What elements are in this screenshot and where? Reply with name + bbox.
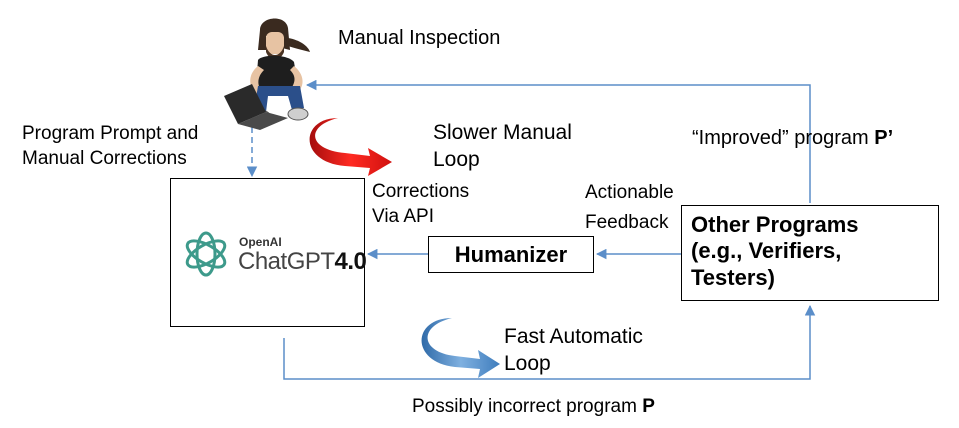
corrections-api-label-line1: Corrections bbox=[372, 181, 470, 202]
other-programs-node: Other Programs (e.g., Verifiers, Testers… bbox=[681, 205, 939, 301]
openai-brand-label: OpenAI bbox=[239, 235, 282, 249]
chatgpt-version: 4.0 bbox=[334, 248, 367, 275]
chatgpt-node bbox=[170, 178, 365, 327]
actionable-feedback-label-line1: Actionable bbox=[585, 182, 674, 203]
humanizer-node: Humanizer bbox=[428, 236, 594, 273]
slow-loop-arrow-icon bbox=[309, 118, 392, 176]
chatgpt-product-label: ChatGPT4.0 bbox=[238, 248, 367, 275]
corrections-api-label-line2: Via API bbox=[372, 206, 434, 227]
arrow-gpt-to-other bbox=[283, 304, 816, 380]
possibly-incorrect-variable: P bbox=[642, 396, 655, 417]
slower-loop-label-line1: Slower Manual bbox=[433, 121, 572, 144]
arrow-other-to-person bbox=[305, 79, 811, 203]
slower-loop-label-line2: Loop bbox=[433, 148, 480, 171]
improved-program-label: “Improved” program P’ bbox=[692, 127, 894, 149]
fast-loop-arrow-icon bbox=[421, 318, 500, 378]
improved-program-variable: P’ bbox=[874, 127, 894, 149]
other-programs-line2: (e.g., Verifiers, bbox=[691, 238, 842, 264]
manual-inspection-label: Manual Inspection bbox=[338, 27, 501, 49]
other-programs-line1: Other Programs bbox=[691, 212, 859, 237]
program-prompt-label-line1: Program Prompt and bbox=[22, 123, 199, 144]
fast-loop-label-line1: Fast Automatic bbox=[504, 325, 643, 348]
actionable-feedback-label-line2: Feedback bbox=[585, 212, 669, 233]
person-at-laptop-icon bbox=[224, 18, 310, 130]
program-prompt-label-line2: Manual Corrections bbox=[22, 148, 187, 169]
other-programs-line3: Testers) bbox=[691, 264, 775, 290]
openai-logo-icon bbox=[185, 231, 227, 277]
fast-loop-label-line2: Loop bbox=[504, 352, 551, 375]
possibly-incorrect-label: Possibly incorrect program P bbox=[412, 396, 655, 417]
